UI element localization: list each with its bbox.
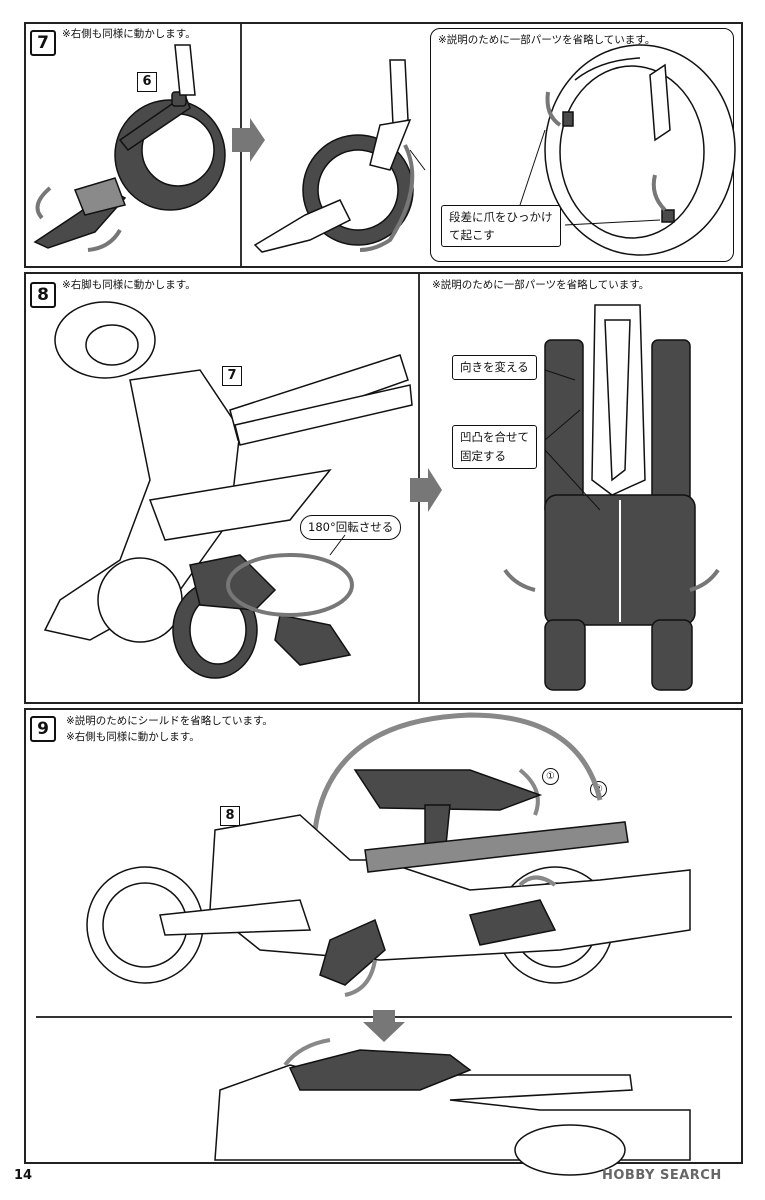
step9-note-line2: ※右側も同様に動かします。 bbox=[66, 731, 200, 743]
step8-note: ※右脚も同様に動かします。 bbox=[62, 279, 196, 291]
step8-folded-legs bbox=[544, 304, 696, 691]
step9-ref-8: 8 bbox=[220, 806, 240, 826]
step7-rotate-arrows bbox=[35, 186, 122, 252]
step7-next-arrow bbox=[232, 118, 265, 162]
step7-callout-line2: て起こす bbox=[449, 228, 495, 242]
watermark: HOBBY SEARCH bbox=[602, 1168, 722, 1183]
step8-rotate-arrow bbox=[226, 553, 354, 617]
step9-order-1: ① bbox=[542, 768, 559, 785]
step8-next-arrow bbox=[410, 468, 442, 512]
step8-direction-callout: 向きを変える bbox=[452, 355, 537, 380]
step7-number: 7 bbox=[30, 30, 56, 56]
step8-rotate-callout: 180°回転させる bbox=[300, 515, 402, 540]
step9-bike-top bbox=[86, 769, 691, 986]
step9-number: 9 bbox=[30, 716, 56, 742]
step7-callout: 段差に爪をひっかけ て起こす bbox=[441, 205, 561, 247]
step7-detail-note: ※説明のために一部パーツを省略しています。 bbox=[438, 34, 656, 46]
step9-panel bbox=[24, 708, 743, 1164]
step8-panel bbox=[24, 272, 743, 704]
step7-note: ※右側も同様に動かします。 bbox=[62, 28, 196, 40]
step8-detail-note: ※説明のために一部パーツを省略しています。 bbox=[432, 279, 650, 291]
step7-detail-arrows bbox=[545, 91, 667, 212]
step8-fix-callout: 凹凸を合せて 固定する bbox=[452, 425, 537, 469]
step9-down-arrow bbox=[363, 1010, 405, 1042]
step7-panel bbox=[24, 22, 743, 268]
step9-note-line1: ※説明のためにシールドを省略しています。 bbox=[66, 715, 273, 727]
step7-ref-6: 6 bbox=[137, 72, 157, 92]
step7-ring-part-left bbox=[33, 44, 226, 249]
step7-ring-part-middle bbox=[253, 59, 414, 253]
step9-bike-bottom bbox=[214, 1049, 691, 1176]
step7-ring-detail bbox=[544, 44, 736, 256]
step8-side-arrows bbox=[503, 568, 720, 592]
page-number: 14 bbox=[14, 1168, 33, 1183]
step8-fix-line1: 凹凸を合せて bbox=[460, 430, 529, 444]
step8-number: 8 bbox=[30, 282, 56, 308]
step7-rotate-arrow-middle bbox=[359, 144, 415, 252]
step8-ref-7: 7 bbox=[222, 366, 242, 386]
step7-callout-line1: 段差に爪をひっかけ bbox=[449, 210, 553, 224]
step8-fix-line2: 固定する bbox=[460, 449, 506, 463]
step9-big-arc-arrow bbox=[312, 712, 603, 831]
step8-foot-dark bbox=[172, 554, 352, 679]
